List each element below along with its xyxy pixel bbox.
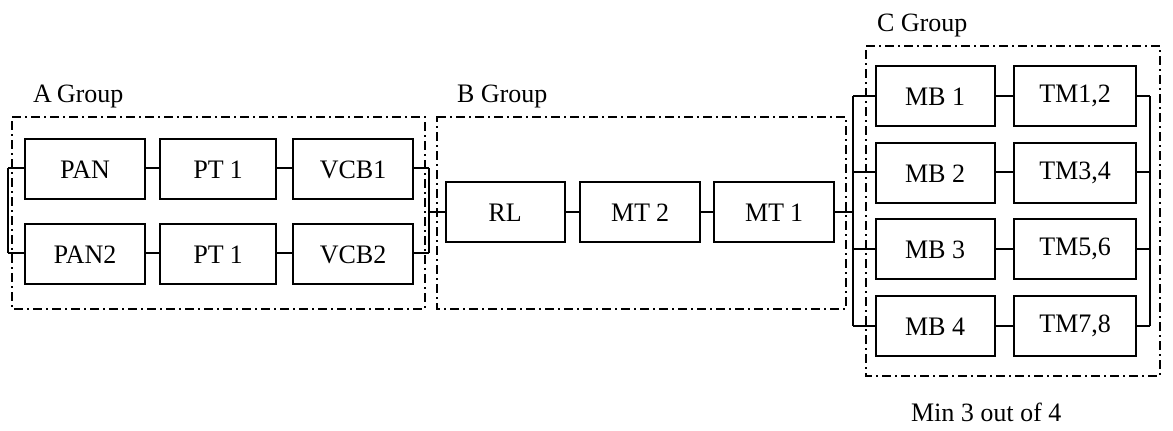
block-tm78: TM7,8 bbox=[1013, 295, 1137, 357]
block-tm34: TM3,4 bbox=[1013, 142, 1137, 204]
block-mt1-label: MT 1 bbox=[745, 198, 803, 227]
block-rl-label: RL bbox=[488, 198, 521, 227]
block-mb4-label: MB 4 bbox=[905, 312, 965, 341]
block-pt1-top: PT 1 bbox=[159, 138, 277, 200]
block-pan2: PAN2 bbox=[24, 223, 146, 285]
block-mb4: MB 4 bbox=[875, 295, 996, 357]
group-c-boundary bbox=[865, 45, 1161, 377]
block-vcb2-label: VCB2 bbox=[320, 240, 386, 269]
group-c-label: C Group bbox=[877, 8, 967, 37]
block-mb2: MB 2 bbox=[875, 142, 996, 204]
block-tm12: TM1,2 bbox=[1013, 65, 1137, 127]
block-mb3-label: MB 3 bbox=[905, 235, 965, 264]
block-mb3: MB 3 bbox=[875, 218, 996, 280]
block-pt1-bottom-label: PT 1 bbox=[193, 240, 242, 269]
block-vcb1: VCB1 bbox=[292, 138, 414, 200]
block-mt1: MT 1 bbox=[713, 181, 835, 243]
block-pt1-top-label: PT 1 bbox=[193, 155, 242, 184]
block-pan-label: PAN bbox=[60, 155, 110, 184]
block-tm56: TM5,6 bbox=[1013, 218, 1137, 280]
group-c-note: Min 3 out of 4 bbox=[911, 398, 1061, 427]
block-mb1-label: MB 1 bbox=[905, 82, 965, 111]
block-rl: RL bbox=[445, 181, 566, 243]
block-pan2-label: PAN2 bbox=[54, 240, 117, 269]
block-vcb2: VCB2 bbox=[292, 223, 414, 285]
group-a-wiring bbox=[7, 167, 430, 254]
block-tm34-label: TM3,4 bbox=[1039, 156, 1111, 185]
group-b-label: B Group bbox=[457, 79, 547, 108]
group-a-boundary bbox=[11, 116, 426, 310]
block-pt1-bottom: PT 1 bbox=[159, 223, 277, 285]
block-mt2: MT 2 bbox=[579, 181, 701, 243]
block-tm56-label: TM5,6 bbox=[1039, 232, 1111, 261]
block-tm12-label: TM1,2 bbox=[1039, 79, 1111, 108]
group-a-label: A Group bbox=[33, 79, 123, 108]
block-pan: PAN bbox=[24, 138, 146, 200]
block-mt2-label: MT 2 bbox=[611, 198, 669, 227]
block-tm78-label: TM7,8 bbox=[1039, 309, 1111, 338]
block-mb1: MB 1 bbox=[875, 65, 996, 127]
group-c-wiring bbox=[852, 95, 1151, 327]
block-mb2-label: MB 2 bbox=[905, 159, 965, 188]
block-vcb1-label: VCB1 bbox=[320, 155, 386, 184]
